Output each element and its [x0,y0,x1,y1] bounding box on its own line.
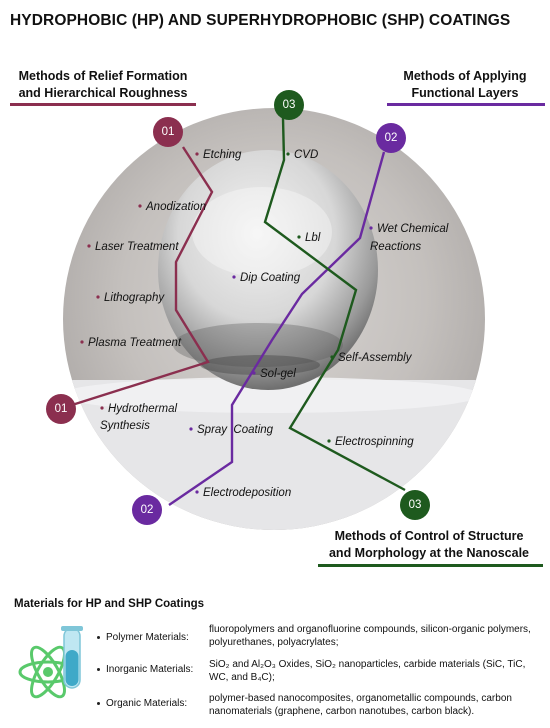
material-label-inorganic-text: Inorganic Materials: [106,664,194,675]
badge-nano-top-label: 03 [283,99,296,111]
header-nano-line2: and Morphology at the Nanoscale [328,546,530,560]
methods-diagram: 01 01 02 02 03 03 Etching Anodization La… [46,90,485,530]
atom-test-tube-icon [14,620,94,720]
method-plasma-treatment: Plasma Treatment [88,337,182,349]
header-nanoscale-control: Methods of Control of Structure and Morp… [316,528,542,562]
relief-connector-line [71,146,214,407]
method-electrospinning: Electrospinning [335,436,414,448]
badge-nano-bottom: 03 [400,490,430,520]
method-etching: Etching [203,149,242,161]
method-spray-coating: Spray Coating [197,424,274,436]
header-relief-underline [10,103,196,106]
header-relief-methods: Methods of Relief Formation and Hierarch… [14,68,192,102]
method-synthesis: Synthesis [100,420,150,432]
page-title: HYDROPHOBIC (HP) AND SUPERHYDROPHOBIC (S… [10,12,511,29]
water-droplet-photo [63,108,485,530]
badge-functional-bottom-label: 02 [141,504,154,516]
material-desc-polymer: fluoropolymers and organofluorine compou… [209,624,531,648]
header-relief-line2: and Hierarchical Roughness [18,86,188,100]
header-functional-line2: Functional Layers [411,86,519,100]
badge-functional-bottom: 02 [132,495,162,525]
method-electrodeposition: Electrodeposition [203,487,291,499]
material-desc-organic: polymer-based nanocomposites, organometa… [209,693,512,717]
method-lithography: Lithography [104,292,165,304]
header-relief-line1: Methods of Relief Formation [18,69,188,83]
material-label-organic-text: Organic Materials: [106,698,188,709]
header-functional-underline [387,103,545,106]
method-dip-coating: Dip Coating [240,272,301,284]
badge-nano-bottom-label: 03 [409,499,422,511]
method-reactions: Reactions [370,241,421,253]
material-label-organic: Organic Materials: [97,698,187,709]
material-label-inorganic: Inorganic Materials: [97,664,193,675]
badge-functional-top: 02 [376,123,406,153]
header-functional-line1: Methods of Applying [403,69,527,83]
badge-relief-top-label: 01 [162,126,175,138]
method-hydrothermal: Hydrothermal [108,403,177,415]
badge-relief-bottom-label: 01 [55,403,68,415]
method-lbl: Lbl [305,232,321,244]
functional-connector-line [168,151,386,506]
header-nano-underline [318,564,543,567]
badge-functional-top-label: 02 [385,132,398,144]
method-self-assembly: Self-Assembly [338,352,413,364]
badge-nano-top: 03 [274,90,304,120]
material-desc-inorganic: SiO₂ and Al₂O₃ Oxides, SiO₂ nanoparticle… [209,659,526,683]
method-sol-gel: Sol-gel [260,368,296,380]
material-label-polymer-text: Polymer Materials: [106,632,189,643]
material-label-polymer: Polymer Materials: [97,632,189,643]
header-nano-line1: Methods of Control of Structure [334,529,524,543]
badge-relief-top: 01 [153,117,183,147]
materials-title: Materials for HP and SHP Coatings [14,598,205,610]
badge-relief-bottom: 01 [46,394,76,424]
nano-connector-line [263,117,406,492]
method-wet-chemical: Wet Chemical [377,223,449,235]
method-cvd: CVD [294,149,318,161]
method-laser-treatment: Laser Treatment [95,241,179,253]
header-functional-layers: Methods of Applying Functional Layers [394,68,536,102]
method-anodization: Anodization [145,201,206,213]
